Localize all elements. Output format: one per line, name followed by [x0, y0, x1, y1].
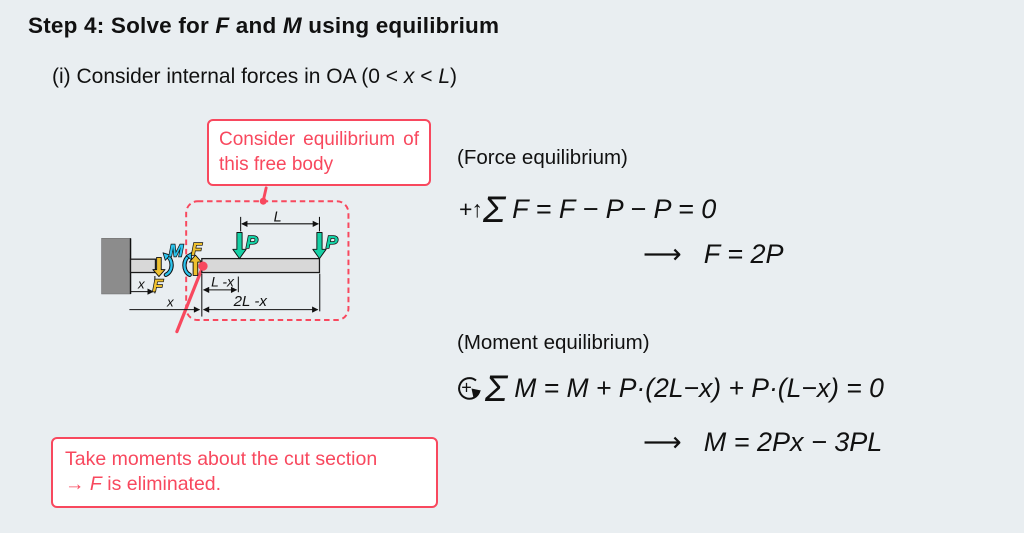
load-label-2: P: [326, 232, 338, 252]
subtitle-text: ): [450, 65, 458, 88]
subtitle-text: (i) Consider internal forces in OA (0 <: [52, 65, 404, 88]
wall-support: [101, 238, 131, 295]
force-result: F = 2P: [703, 239, 784, 269]
free-body-diagram: M F F P P L L -x 2L -x x x: [101, 186, 350, 334]
moment-equilibrium-heading: (Moment equilibrium): [457, 331, 650, 354]
callout-var-f: F: [89, 473, 102, 496]
load-arrow-2: [312, 232, 327, 260]
dimension-ticks: [154, 216, 321, 317]
shear-label-top: F: [191, 239, 202, 259]
dim-label-L-minus-x: L -x: [211, 273, 235, 289]
sigma-symbol: Σ: [482, 189, 506, 230]
moment-equilibrium-equation: + Σ M = M + P·(2L−x) + P·(L−x) = 0: [453, 368, 884, 408]
title-text: Step 4: Solve for: [28, 13, 216, 38]
beam-free-body: [201, 257, 321, 274]
moment-label: M: [169, 240, 184, 260]
title-var-f: F: [215, 13, 230, 38]
callout-leader-bottom: [175, 264, 205, 334]
force-equilibrium-result: ⟶ F = 2P: [643, 239, 784, 270]
callout-moments-line1: Take moments about the cut section: [65, 448, 378, 470]
substep-title: (i) Consider internal forces in OA (0 < …: [52, 65, 457, 89]
boundary-anchor-dot: [259, 197, 267, 205]
beam-left-stub: [129, 258, 157, 274]
title-var-m: M: [282, 13, 302, 38]
implies-arrow-icon: ⟶: [643, 239, 682, 269]
force-equation-body: F = F − P − P = 0: [512, 194, 717, 224]
moment-equation-body: M = M + P·(2L−x) + P·(L−x) = 0: [514, 372, 884, 403]
shear-arrow-down: [152, 256, 166, 278]
load-arrow-1: [232, 232, 247, 260]
force-equilibrium-heading: (Force equilibrium): [457, 146, 628, 169]
implies-arrow-icon: ⟶: [643, 427, 682, 457]
title-text: using equilibrium: [301, 13, 500, 38]
callout-moments-line2: → F is eliminated.: [65, 472, 424, 497]
cut-point-dot: [198, 261, 208, 271]
moment-arrow-right: [182, 251, 193, 278]
moment-result: M = 2Px − 3PL: [703, 427, 883, 457]
title-text: and: [229, 13, 283, 38]
force-sign-convention-icon: +↑: [459, 196, 483, 222]
callout-free-body: Consider equilibrium of this free body: [207, 119, 431, 187]
callout-free-body-text: Consider equilibrium of this free body: [219, 129, 419, 175]
force-equilibrium-equation: +↑ Σ F = F − P − P = 0: [459, 191, 716, 228]
moment-equilibrium-result: ⟶ M = 2Px − 3PL: [643, 427, 882, 458]
moment-arrow-left: [162, 252, 174, 278]
shear-label-bottom: F: [153, 276, 164, 296]
callout-moments-line2-text: is eliminated.: [101, 473, 222, 496]
dim-label-x-lower: x: [166, 295, 175, 310]
moment-sign-plus: +: [461, 378, 472, 398]
shear-arrow-up: [188, 254, 202, 276]
subtitle-var-l: L: [438, 65, 451, 88]
sigma-symbol: Σ: [485, 367, 508, 409]
page-title: Step 4: Solve for F and M using equilibr…: [28, 13, 499, 39]
moment-sign-convention-icon: +: [458, 377, 481, 400]
right-arrow-glyph: →: [65, 473, 90, 496]
dim-label-L: L: [274, 210, 282, 226]
subtitle-text: <: [414, 65, 439, 88]
load-label-1: P: [246, 232, 258, 252]
subtitle-var-x: x: [403, 65, 415, 88]
dim-label-2L-minus-x: 2L -x: [233, 293, 268, 310]
callout-moments: Take moments about the cut section → F i…: [51, 437, 438, 508]
dim-label-x-upper: x: [137, 277, 146, 292]
